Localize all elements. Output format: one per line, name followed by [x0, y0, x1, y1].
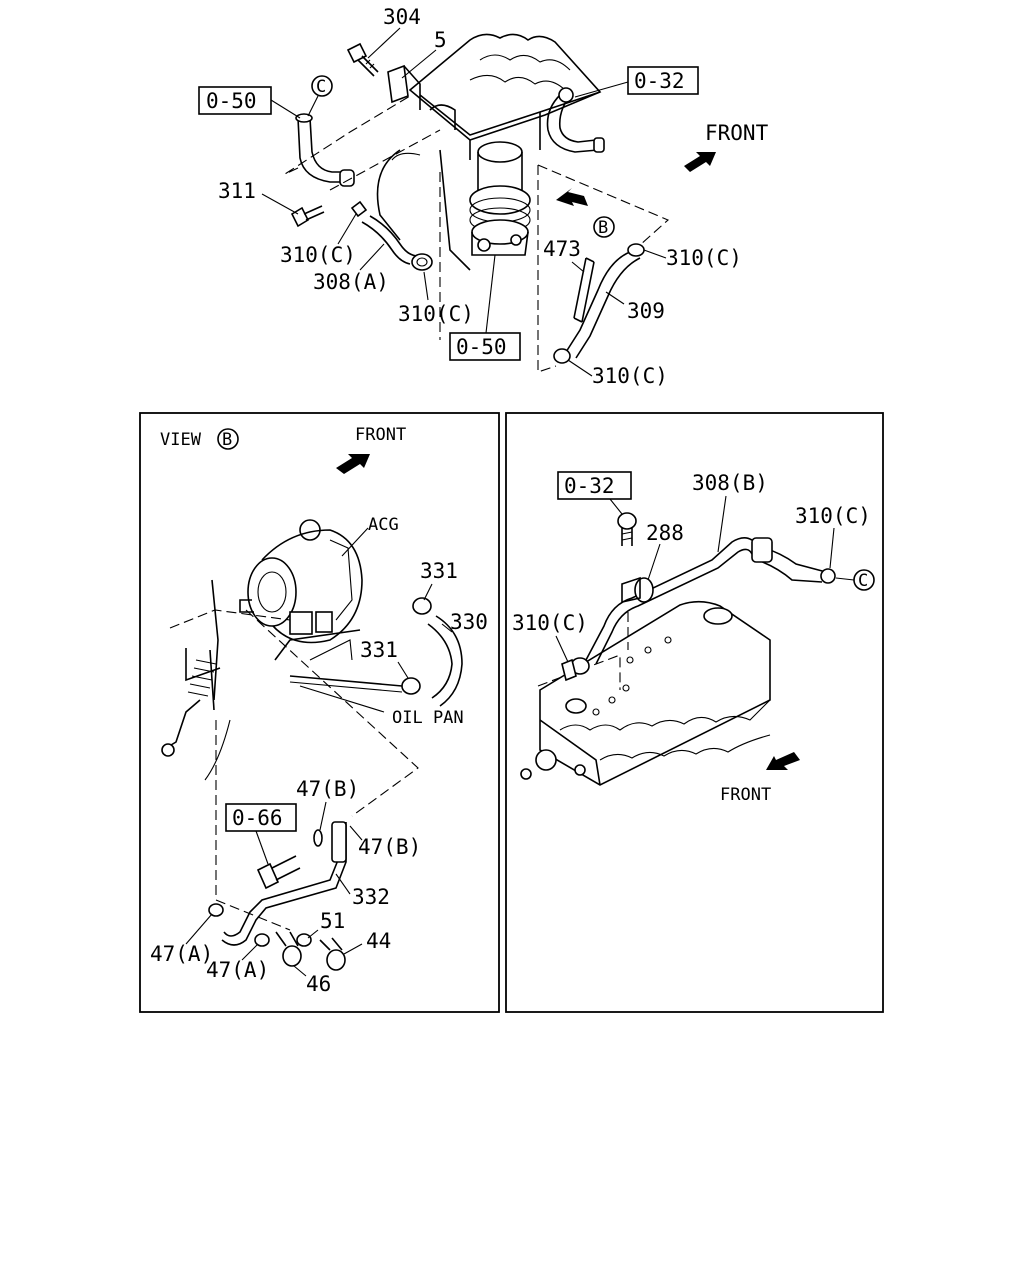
view-c-panel: 0-32 C 308(B) 310(C) 288 310(C) FRONT [505, 412, 884, 1013]
callout-5: 5 [434, 28, 447, 52]
label-acg: ACG [368, 515, 399, 535]
circle-b-view-label: B [222, 430, 232, 450]
front-arrow-view-b [336, 454, 370, 474]
callout-47a-a: 47(A) [150, 942, 213, 966]
clamp-310c-upper [350, 200, 368, 218]
ref-box-0-32-view-c [557, 471, 632, 500]
washer-47a-right [254, 933, 270, 947]
callout-310c-a: 310(C) [512, 611, 588, 635]
callout-46: 46 [306, 972, 331, 996]
callout-304: 304 [383, 5, 421, 29]
callout-47b-a: 47(B) [296, 777, 359, 801]
top-assembly: 0-50 0-32 0-50 C B 304 5 FRONT 311 310(C… [198, 5, 769, 388]
pipe-308b [570, 537, 836, 675]
callout-310c-2: 310(C) [398, 302, 474, 326]
ref-box-0-32-top [627, 66, 699, 95]
callout-310c-4: 310(C) [592, 364, 668, 388]
pipe-upper-left [295, 113, 355, 187]
bolt-0-66 [256, 855, 301, 890]
circle-c-top-label: C [316, 77, 326, 97]
alternator-acg [239, 519, 363, 644]
gasket-473 [573, 257, 595, 323]
circle-b-view [217, 428, 239, 450]
callout-308a: 308(A) [313, 270, 389, 294]
callout-311: 311 [218, 179, 256, 203]
callout-331-a: 331 [420, 559, 458, 583]
front-label-view-b: FRONT [355, 425, 406, 445]
washer-51 [296, 933, 312, 947]
callout-47b-b: 47(B) [358, 835, 421, 859]
oil-filter [469, 141, 531, 256]
clamp-310c-hose [411, 253, 433, 271]
ref-0-50-bottom: 0-50 [456, 335, 507, 359]
pipe-309 [553, 243, 645, 364]
engine-head [376, 33, 602, 271]
circle-b-top-label: B [598, 218, 608, 238]
washer-47a-left [208, 903, 224, 917]
callout-288: 288 [646, 521, 684, 545]
circle-c-view-c-label: C [858, 571, 868, 591]
callout-310c-3: 310(C) [666, 246, 742, 270]
view-b-panel: VIEW B FRONT [139, 412, 500, 1013]
callout-473: 473 [543, 237, 581, 261]
front-label-view-c: FRONT [720, 785, 771, 805]
circle-c-top [311, 75, 333, 97]
callout-310c-1: 310(C) [280, 243, 356, 267]
view-b-title: VIEW [160, 430, 202, 450]
clamp-310c-left [561, 658, 577, 682]
callout-330: 330 [450, 610, 488, 634]
hose-308a [361, 215, 419, 265]
callout-308b: 308(B) [692, 471, 768, 495]
clamp-331-lower [401, 677, 421, 695]
bolt-44 [319, 937, 346, 971]
view-c-frame [505, 412, 884, 1013]
ref-box-0-66 [225, 803, 297, 832]
hose-330 [427, 615, 463, 707]
ref-box-0-50-top [198, 86, 272, 115]
bolt-311 [290, 205, 325, 228]
rocker-cover [520, 600, 771, 786]
view-b-arrow [556, 188, 588, 206]
bracket-5 [387, 64, 421, 110]
bolt-46 [275, 931, 302, 967]
front-arrow-view-c [766, 752, 800, 770]
bolt-0-32 [617, 512, 637, 546]
clamp-331-upper [412, 597, 432, 615]
callout-309: 309 [627, 299, 665, 323]
callout-51: 51 [320, 909, 345, 933]
callout-331-b: 331 [360, 638, 398, 662]
ref-0-50-top: 0-50 [206, 89, 257, 113]
clamp-288 [621, 576, 654, 603]
front-label-top: FRONT [705, 121, 769, 145]
ref-0-66: 0-66 [232, 806, 283, 830]
ref-0-32-view-c: 0-32 [564, 474, 615, 498]
front-arrow-top [684, 152, 716, 172]
pipe-upper-right [546, 87, 605, 153]
pipe-332 [221, 821, 347, 946]
circle-b-top [593, 216, 615, 238]
ref-box-0-50-bottom [449, 332, 521, 361]
view-b-frame [139, 412, 500, 1013]
ref-0-32-top: 0-32 [634, 69, 685, 93]
callout-44: 44 [366, 929, 391, 953]
label-oil-pan: OIL PAN [392, 708, 464, 728]
cable-spring [161, 649, 217, 757]
callout-310c-b: 310(C) [795, 504, 871, 528]
washer-47b [313, 829, 323, 847]
callout-47a-b: 47(A) [206, 958, 269, 982]
bolt-304 [346, 42, 379, 77]
callout-332: 332 [352, 885, 390, 909]
